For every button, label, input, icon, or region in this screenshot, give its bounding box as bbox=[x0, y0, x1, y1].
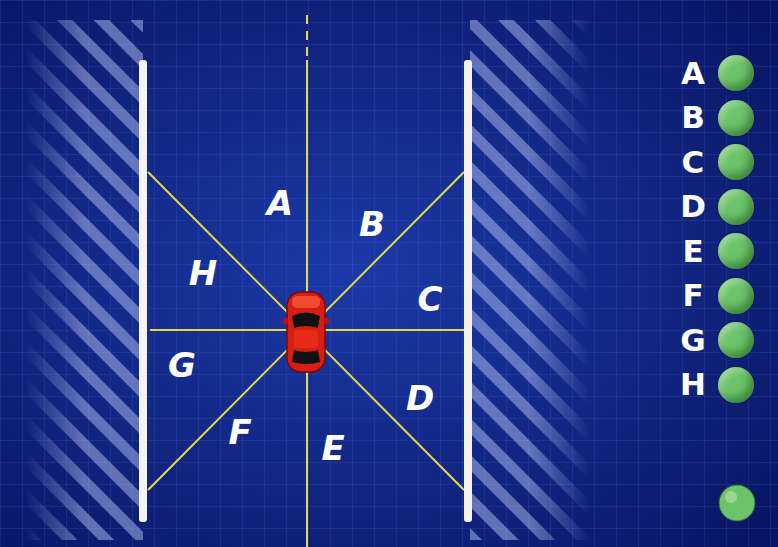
sector-letter: A bbox=[267, 186, 293, 220]
legend-letter: A bbox=[676, 58, 710, 89]
legend-letter: G bbox=[676, 325, 710, 356]
legend-row: B bbox=[676, 100, 754, 136]
status-light bbox=[718, 233, 754, 269]
legend-letter: H bbox=[676, 369, 710, 400]
legend-row: F bbox=[676, 278, 754, 314]
sector-letter: C bbox=[418, 282, 443, 316]
legend-row: D bbox=[676, 189, 754, 225]
status-light bbox=[718, 144, 754, 180]
legend-row: E bbox=[676, 233, 754, 269]
sector-letter: F bbox=[228, 415, 251, 449]
status-light bbox=[718, 100, 754, 136]
car bbox=[283, 292, 329, 372]
status-light bbox=[718, 55, 754, 91]
legend-letter: F bbox=[676, 280, 710, 311]
sector-letter: D bbox=[406, 381, 434, 415]
sector-letter: H bbox=[189, 256, 217, 290]
status-light bbox=[718, 278, 754, 314]
legend-letter: C bbox=[676, 147, 710, 178]
legend-row: H bbox=[676, 367, 754, 403]
sector-letter: B bbox=[359, 207, 385, 241]
legend-letter: B bbox=[676, 102, 710, 133]
status-light bbox=[718, 367, 754, 403]
sector-letter: E bbox=[321, 431, 344, 465]
legend-row: C bbox=[676, 144, 754, 180]
status-light bbox=[718, 322, 754, 358]
legend-row: G bbox=[676, 322, 754, 358]
status-light bbox=[718, 189, 754, 225]
legend-letter: D bbox=[676, 191, 710, 222]
legend-letter: E bbox=[676, 236, 710, 267]
sector-letter: G bbox=[168, 348, 196, 382]
legend-row: A bbox=[676, 55, 754, 91]
